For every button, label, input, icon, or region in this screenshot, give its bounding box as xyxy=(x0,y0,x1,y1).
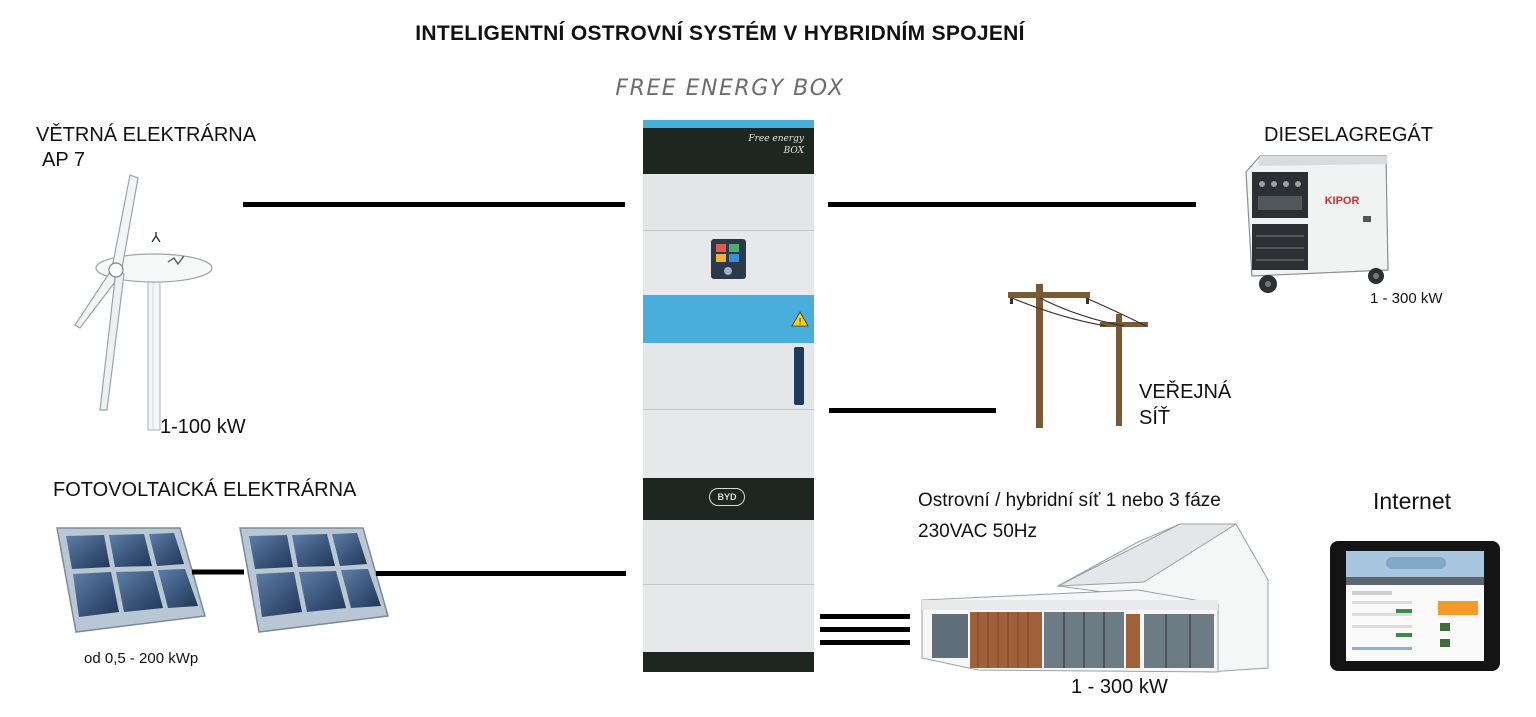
byd-logo: BYD xyxy=(709,488,745,506)
diesel-power-label: 1 - 300 kW xyxy=(1370,290,1443,307)
diagram-subtitle: FREE ENERGY BOX xyxy=(615,76,845,101)
solar-panels-icon xyxy=(56,527,389,633)
internet-label: Internet xyxy=(1373,488,1451,514)
box-module-2 xyxy=(643,231,814,295)
free-energy-box: Free energy BOX ! BYD xyxy=(643,120,814,672)
box-base xyxy=(643,652,814,672)
box-top-text-2: BOX xyxy=(783,146,804,156)
svg-text:!: ! xyxy=(798,318,802,328)
box-module-1 xyxy=(643,174,814,231)
diesel-brand-text: KIPOR xyxy=(1325,195,1360,207)
box-module-4 xyxy=(643,410,814,478)
diesel-label: DIESELAGREGÁT xyxy=(1264,124,1433,146)
box-control-screen[interactable] xyxy=(711,239,746,279)
solar-label: FOTOVOLTAICKÁ ELEKTRÁRNA xyxy=(53,479,357,501)
solar-connection-line xyxy=(376,571,626,576)
house-icon xyxy=(921,523,1269,673)
grid-label-2: SÍŤ xyxy=(1139,407,1171,429)
tablet-icon xyxy=(1330,541,1500,671)
diesel-generator-icon: KIPOR xyxy=(1245,155,1389,293)
box-battery-panel: BYD xyxy=(643,478,814,520)
box-top-text: Free energy xyxy=(748,134,804,144)
box-module-3 xyxy=(643,343,814,410)
house-voltage-label: 230VAC 50Hz xyxy=(918,521,1037,542)
box-module-6 xyxy=(643,585,814,652)
warning-icon: ! xyxy=(791,311,809,328)
grid-label: VEŘEJNÁ xyxy=(1139,381,1232,403)
box-top-accent xyxy=(643,120,814,128)
tablet-screen xyxy=(1346,551,1484,661)
house-grid-label: Ostrovní / hybridní síť 1 nebo 3 fáze xyxy=(918,490,1221,511)
power-pole-icon xyxy=(1008,284,1148,428)
solar-power-label: od 0,5 - 200 kWp xyxy=(84,650,199,667)
house-connection-line-1 xyxy=(820,614,910,619)
house-connection-line-3 xyxy=(820,640,910,645)
box-module-5 xyxy=(643,520,814,585)
wind-label: VĚTRNÁ ELEKTRÁRNA xyxy=(36,124,257,146)
grid-connection-line xyxy=(829,408,996,413)
wind-model-label: AP 7 xyxy=(42,149,85,171)
diagram-title: INTELIGENTNÍ OSTROVNÍ SYSTÉM V HYBRIDNÍM… xyxy=(415,22,1025,45)
box-blue-band: ! xyxy=(643,295,814,343)
wind-connection-line xyxy=(243,202,625,207)
house-power-label: 1 - 300 kW xyxy=(1071,676,1168,698)
diesel-connection-line xyxy=(828,202,1196,207)
wind-turbine-icon xyxy=(74,174,213,431)
box-top-panel: Free energy BOX xyxy=(643,128,814,174)
box-handle[interactable] xyxy=(794,347,804,405)
house-connection-line-2 xyxy=(820,627,910,632)
wind-power-label: 1-100 kW xyxy=(160,416,246,438)
